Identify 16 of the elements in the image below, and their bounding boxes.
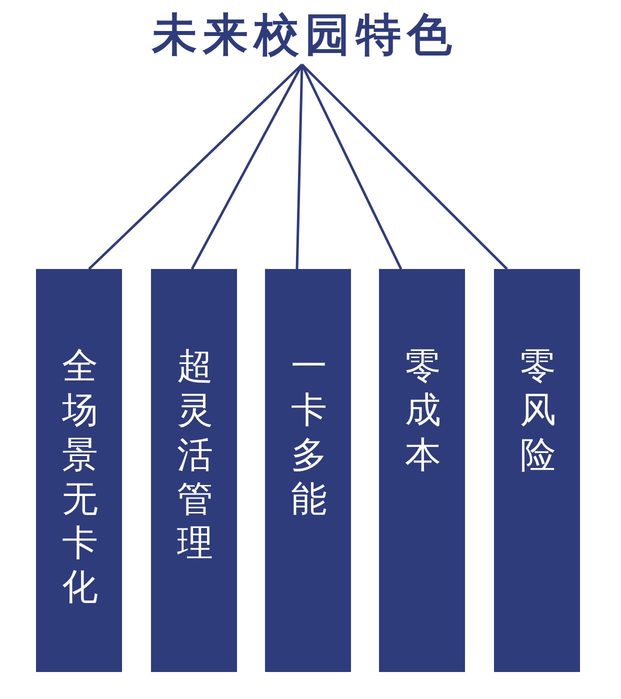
connector-line [296, 64, 304, 270]
connector-line [300, 64, 402, 270]
feature-bar [494, 269, 580, 672]
feature-label: 超灵活管理 [177, 345, 213, 566]
feature-label: 一卡多能 [291, 345, 327, 522]
heading: 未来校园特色 [146, 6, 458, 64]
feature-label: 零成本 [405, 345, 441, 478]
connector-line [190, 64, 304, 270]
feature-bar [36, 269, 122, 672]
feature-label: 零风险 [520, 345, 556, 478]
feature-bar [151, 269, 237, 672]
connector-line [301, 64, 508, 270]
feature-label: 全场景无卡化 [62, 345, 98, 610]
connector-line [88, 64, 303, 270]
feature-bar [379, 269, 465, 672]
feature-bar [265, 269, 351, 672]
